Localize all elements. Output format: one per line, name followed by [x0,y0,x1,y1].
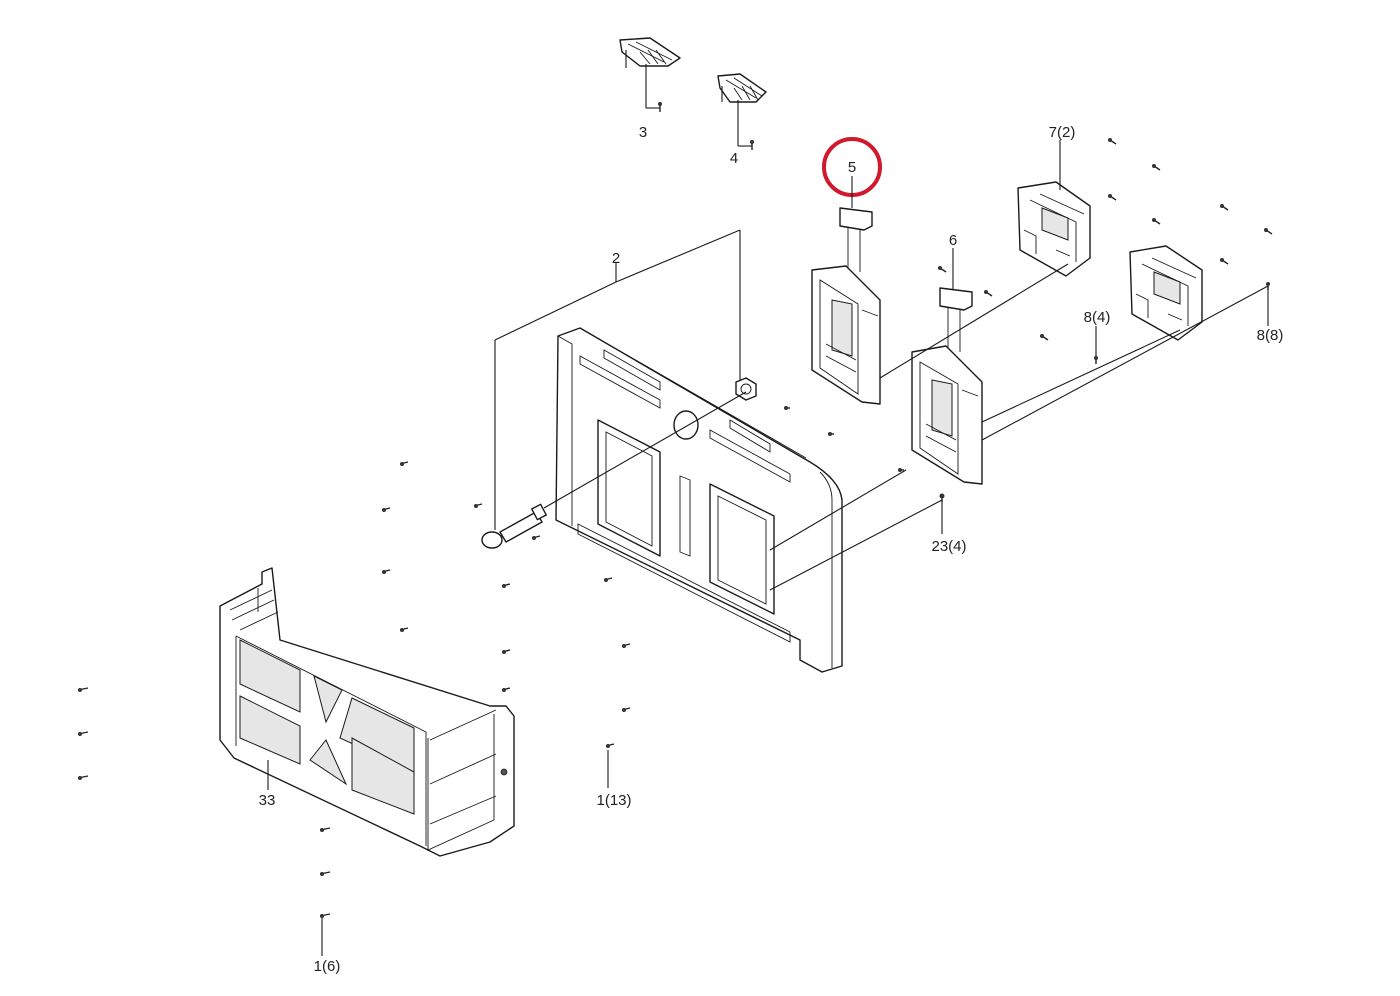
callout-1-13: 1(13) [596,792,631,809]
callout-2: 2 [612,250,620,267]
nut-icon [735,377,757,401]
part-4-bracket [717,73,767,147]
part-7-bracket-second [1129,245,1203,341]
screw-icon [750,140,754,150]
callout-23-4: 23(4) [931,538,966,555]
callout-33: 33 [259,792,276,809]
part-33-guard [219,567,515,857]
callout-8-8: 8(8) [1257,327,1284,344]
callout-3: 3 [639,124,647,141]
part-2-panel [555,327,843,673]
knob-icon [481,503,547,549]
callout-8-4: 8(4) [1084,309,1111,326]
part-7-bracket [1017,181,1091,277]
screw-icon [658,102,662,112]
callout-7-2: 7(2) [1049,124,1076,141]
callout-4: 4 [730,150,738,167]
callout-6: 6 [949,232,957,249]
screw-icon [77,138,1273,918]
part-5-module [811,207,881,405]
part-3-bracket [619,37,681,109]
part-6-module [911,287,983,485]
callout-1-6: 1(6) [314,958,341,975]
callout-5: 5 [848,159,856,176]
